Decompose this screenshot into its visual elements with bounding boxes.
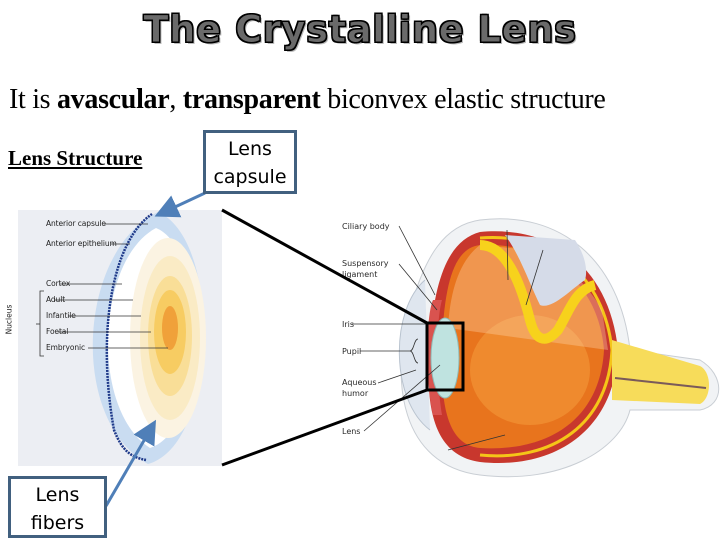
label-anterior-epithelium: Anterior epithelium xyxy=(46,239,117,248)
subtitle-suffix: biconvex elastic structure xyxy=(320,84,606,115)
eye-cross-section-diagram: Ciliary body Suspensory ligament Iris Pu… xyxy=(330,200,720,480)
label-cortex: Cortex xyxy=(46,279,71,288)
label-ciliary-body: Ciliary body xyxy=(342,222,390,231)
label-embryonic: Embryonic xyxy=(46,343,85,352)
subtitle-separator: , xyxy=(169,84,183,115)
callout-fibers-line2: fibers xyxy=(30,512,85,534)
label-iris: Iris xyxy=(342,320,355,329)
callout-capsule-line2: capsule xyxy=(213,166,287,188)
slide-title: The Crystalline Lens xyxy=(0,8,720,52)
label-anterior-capsule: Anterior capsule xyxy=(46,219,106,228)
label-infantile: Infantile xyxy=(46,311,76,320)
callout-capsule-line1: Lens xyxy=(228,138,272,160)
slide-subtitle: It is avascular, transparent biconvex el… xyxy=(9,84,606,116)
label-pupil: Pupil xyxy=(342,347,362,356)
label-ligament: ligament xyxy=(342,270,378,279)
label-foetal: Foetal xyxy=(46,327,69,336)
lens-layers-graphic xyxy=(36,212,206,464)
callout-lens-fibers: Lens fibers xyxy=(8,476,107,538)
lens-structure-diagram: Anterior capsule Anterior epithelium Cor… xyxy=(18,210,222,466)
subtitle-bold-transparent: transparent xyxy=(182,84,321,115)
label-lens: Lens xyxy=(342,427,361,436)
callout-fibers-line1: Lens xyxy=(35,484,80,506)
label-suspensory: Suspensory xyxy=(342,259,389,268)
label-nucleus: Nucleus xyxy=(4,304,14,335)
label-adult: Adult xyxy=(46,295,66,304)
subtitle-prefix: It is xyxy=(9,84,57,115)
callout-lens-capsule: Lens capsule xyxy=(203,130,297,194)
label-aqueous: Aqueous xyxy=(342,378,377,387)
eye-graphic xyxy=(352,218,720,478)
lens-structure-heading: Lens Structure xyxy=(8,146,143,170)
label-humor: humor xyxy=(342,389,369,398)
subtitle-bold-avascular: avascular xyxy=(56,84,170,115)
